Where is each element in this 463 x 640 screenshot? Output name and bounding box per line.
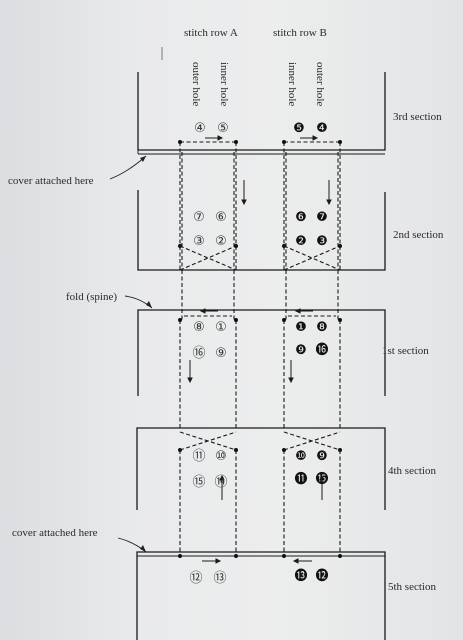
section-4-outline (136, 427, 386, 510)
hole-b-3: ❸ (316, 234, 328, 249)
hole-a-11: ⑪ (192, 449, 205, 464)
section-3-label: 3rd section (393, 111, 442, 123)
hole-a-15: ⑮ (192, 475, 205, 490)
label-outer-hole-b: outer hole (314, 62, 326, 106)
section-2-outline (137, 190, 386, 271)
hole-a-1: ① (215, 320, 227, 335)
hole-b-9-repeat: ❾ (316, 449, 328, 464)
arrow-fold (124, 295, 153, 309)
stitch-thread-row-b (283, 141, 341, 560)
hole-a-8: ⑧ (193, 320, 205, 335)
hole-a-10: ⑩ (215, 449, 227, 464)
hole-a-4: ④ (194, 121, 206, 136)
hole-a-2: ② (215, 234, 227, 249)
label-inner-hole-a: inner hole (218, 62, 230, 106)
header-stitch-row-a: stitch row A (184, 27, 238, 39)
arrowhead-cover-top (140, 156, 146, 162)
arrowhead-fold (146, 301, 152, 308)
hole-a-9: ⑨ (215, 346, 227, 361)
hole-b-12: ⓬ (315, 569, 328, 584)
arrow-cover-bottom (117, 537, 147, 553)
section-5-outline (136, 551, 386, 640)
section-1-label: 1st section (382, 345, 429, 357)
hole-a-16: ⑯ (192, 346, 205, 361)
hole-b-1: ❶ (295, 320, 307, 335)
hole-a-13: ⑬ (213, 571, 226, 586)
section-2-label: 2nd section (393, 229, 444, 241)
hole-b-13: ⓭ (294, 569, 307, 584)
hole-b-16: ⓰ (315, 343, 328, 358)
hole-numbers-row-a: ④ ⑤ ⑦ ⑥ ③ ② ⑧ ① ⑯ ⑨ ⑪ ⑩ ⑮ ⑭ ⑫ ⑬ (189, 121, 228, 586)
arrow-cover-top (109, 155, 147, 180)
direction-arrows (187, 135, 332, 564)
hole-a-12: ⑫ (189, 571, 202, 586)
section-3-outline (137, 72, 386, 155)
hole-a-6: ⑥ (215, 210, 227, 225)
hole-numbers-row-b: ❺ ❹ ❻ ❼ ❷ ❸ ❶ ❽ ❾ ⓰ ❿ ❾ ⓫ ⓯ ⓭ ⓬ (293, 121, 328, 584)
stitch-thread-row-a (179, 141, 237, 560)
section-5-label: 5th section (388, 581, 436, 593)
label-outer-hole-a: outer hole (190, 62, 202, 106)
arrowhead-cover-bottom (140, 545, 146, 552)
hole-b-6: ❻ (295, 210, 307, 225)
hole-b-4: ❹ (316, 121, 328, 136)
hole-b-9: ❾ (295, 343, 307, 358)
hole-b-10: ❿ (295, 449, 307, 464)
hole-b-8: ❽ (316, 320, 328, 335)
annotation-cover-attached-top: cover attached here (8, 175, 94, 187)
hole-b-11: ⓫ (294, 472, 307, 487)
hole-a-14: ⑭ (214, 475, 227, 490)
label-inner-hole-b: inner hole (286, 62, 298, 106)
hole-a-5: ⑤ (217, 121, 229, 136)
annotation-cover-attached-bottom: cover attached here (12, 527, 98, 539)
annotation-fold-spine: fold (spine) (66, 291, 117, 303)
hole-b-2: ❷ (295, 234, 307, 249)
hole-a-7: ⑦ (193, 210, 205, 225)
section-1-outline (137, 309, 386, 396)
hole-a-3: ③ (193, 234, 205, 249)
hole-b-7: ❼ (316, 210, 328, 225)
header-stitch-row-b: stitch row B (273, 27, 327, 39)
section-4-label: 4th section (388, 465, 436, 477)
hole-b-15: ⓯ (315, 472, 328, 487)
hole-b-5: ❺ (293, 121, 305, 136)
hole-dots (178, 140, 342, 558)
